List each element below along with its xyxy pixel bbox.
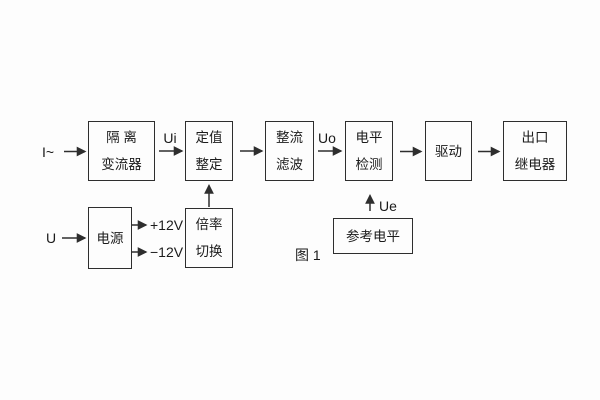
block-relay-line2: 继电器 [514, 157, 556, 172]
block-drive-line1: 驱动 [435, 143, 462, 159]
block-power-supply: 电源 [88, 207, 132, 269]
label-uo: Uo [318, 130, 336, 146]
label-input-voltage: U [46, 230, 57, 246]
block-isolation-transducer: 隔 离 变流器 [88, 121, 155, 181]
block-setting-adjust: 定值 整定 [185, 121, 233, 181]
block-rectify-line2: 滤波 [276, 157, 303, 172]
block-reference-level: 参考电平 [333, 218, 413, 254]
block-power-line1: 电源 [96, 230, 124, 246]
label-ue: Ue [379, 198, 397, 214]
block-rectify-line1: 整流 [276, 130, 303, 145]
label-plus-12v: +12V [150, 217, 184, 233]
block-level-detect: 电平 检测 [345, 121, 393, 181]
label-minus-12v: −12V [150, 244, 184, 260]
block-ratio-line1: 倍率 [195, 217, 223, 232]
block-setting-line2: 整定 [195, 157, 223, 172]
block-isolation-line1: 隔 离 [106, 130, 137, 145]
label-ui: Ui [163, 130, 177, 146]
block-level-line1: 电平 [355, 130, 383, 145]
block-rectifier-filter: 整流 滤波 [265, 121, 314, 181]
block-level-line2: 检测 [355, 157, 383, 172]
block-isolation-line2: 变流器 [101, 157, 142, 172]
block-relay-line1: 出口 [521, 130, 549, 145]
block-ratio-switch: 倍率 切换 [185, 208, 233, 268]
block-reference-line1: 参考电平 [346, 228, 400, 244]
block-ratio-line2: 切换 [195, 244, 223, 259]
block-setting-line1: 定值 [195, 130, 223, 145]
block-drive: 驱动 [425, 121, 472, 181]
block-output-relay: 出口 继电器 [503, 121, 567, 181]
label-input-current: I~ [42, 144, 55, 160]
figure-caption: 图 1 [295, 247, 321, 263]
